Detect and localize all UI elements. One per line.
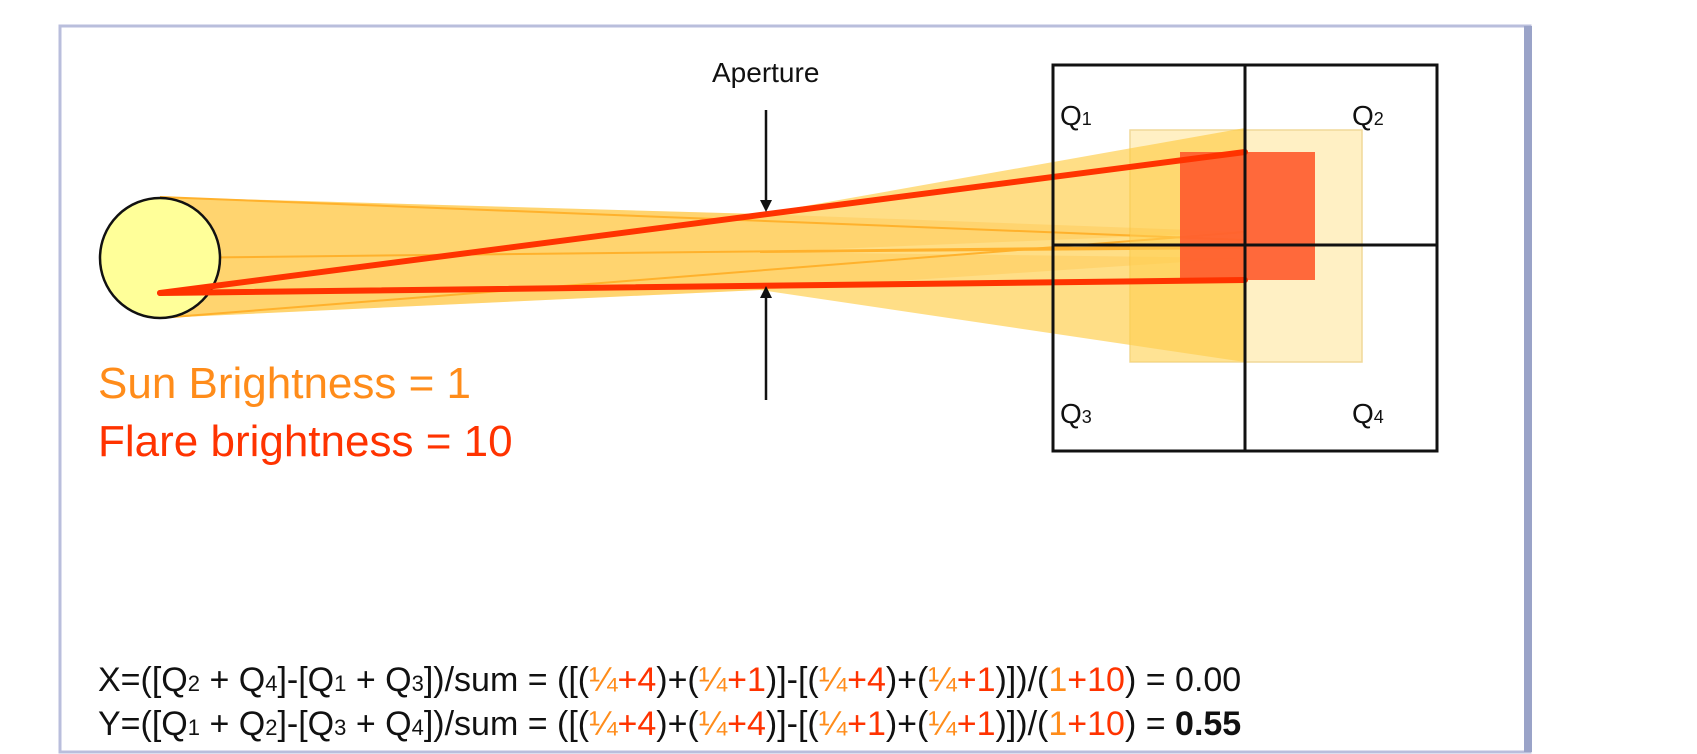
x-equation: X=([Q2 + Q4]-[Q1 + Q3])/sum = ([(¼+4)+(¼…	[98, 661, 1241, 699]
flare-image-square	[1180, 152, 1315, 280]
flare-brightness-label: Flare brightness = 10	[98, 417, 513, 466]
flare-ray-upper	[157, 149, 1248, 296]
y-equation: Y=([Q1 + Q2]-[Q3 + Q4])/sum = ([(¼+4)+(¼…	[98, 705, 1241, 743]
aperture-top-arrowhead	[760, 200, 772, 212]
quadrant-3-label: Q3	[1060, 398, 1092, 429]
slide-right-edge	[1524, 26, 1532, 752]
aperture-bottom-arrowhead	[760, 286, 772, 298]
sun-disc	[98, 196, 222, 320]
ray-1	[159, 196, 1246, 241]
flare-ray-lower	[157, 277, 1248, 296]
ray-4	[759, 247, 1246, 253]
ray-3	[159, 245, 1246, 259]
quadrant-4-label: Q4	[1352, 398, 1384, 429]
aperture-label: Aperture	[712, 57, 819, 88]
quadrant-1-label: Q1	[1060, 100, 1092, 131]
beam-inner-top	[160, 197, 1245, 260]
sun-brightness-label: Sun Brightness = 1	[98, 359, 471, 408]
quadrant-2-label: Q2	[1352, 100, 1384, 131]
